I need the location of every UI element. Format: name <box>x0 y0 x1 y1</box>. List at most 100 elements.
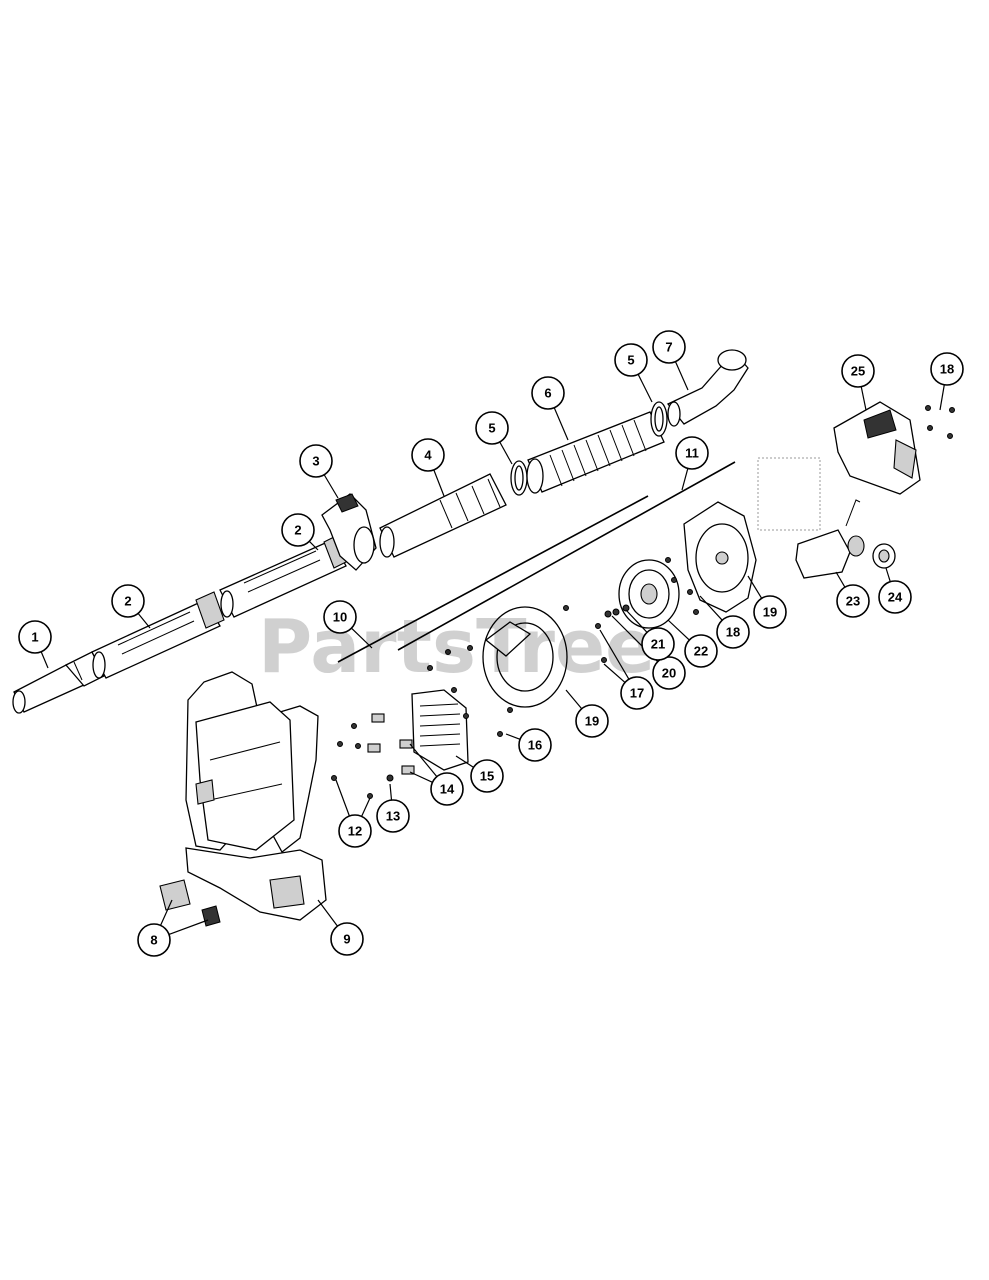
callout-3: 3 <box>299 444 339 499</box>
callout-leader-line <box>667 619 690 641</box>
callout-bubble <box>330 922 364 956</box>
callout-leader-line <box>860 386 867 411</box>
carburetor <box>795 499 865 579</box>
callout-bubble <box>18 620 52 654</box>
callout-number: 11 <box>685 446 699 461</box>
callout-9: 9 <box>317 899 364 956</box>
callout-leader-line <box>599 629 630 680</box>
callout-11: 11 <box>675 436 709 491</box>
callout-number: 4 <box>424 448 432 463</box>
callout-19: 19 <box>565 689 609 738</box>
callout-leader-line <box>389 783 393 801</box>
callout-6: 6 <box>531 376 569 441</box>
callout-23: 23 <box>835 571 870 618</box>
callout-21: 21 <box>625 609 675 661</box>
callout-leader-line <box>40 651 49 669</box>
swivel-tube <box>379 473 507 558</box>
callout-15: 15 <box>455 755 504 793</box>
hose-clamp-front <box>510 460 528 496</box>
callout-number: 23 <box>846 594 860 609</box>
callout-number: 10 <box>333 610 347 625</box>
callout-number: 2 <box>294 523 301 538</box>
callout-bubble <box>841 354 875 388</box>
callout-bubble <box>716 615 750 649</box>
callout-number: 12 <box>348 824 362 839</box>
callout-leader-line <box>939 384 945 411</box>
callout-leader-line <box>674 361 689 391</box>
callout-bubble <box>753 595 787 629</box>
callout-bubble <box>111 584 145 618</box>
blower-nozzle <box>12 651 105 714</box>
callout-2: 2 <box>281 513 319 551</box>
callout-bubble <box>475 411 509 445</box>
callout-bubble <box>470 759 504 793</box>
callout-leader-line <box>505 733 521 740</box>
callout-leader-line <box>747 575 763 599</box>
callout-number: 9 <box>343 932 350 947</box>
callout-bubble <box>614 343 648 377</box>
callout-18: 18 <box>699 595 750 649</box>
callout-25: 25 <box>841 354 875 411</box>
callout-bubble <box>518 728 552 762</box>
callout-number: 14 <box>440 782 455 797</box>
callout-number: 16 <box>528 738 542 753</box>
callout-number: 2 <box>124 594 131 609</box>
callout-bubble <box>652 330 686 364</box>
callout-number: 5 <box>627 353 634 368</box>
engine-cover <box>833 401 921 495</box>
callout-leader-line <box>335 779 350 817</box>
callout-leader-line <box>699 595 723 621</box>
callout-number: 18 <box>726 625 740 640</box>
callout-17: 17 <box>599 629 654 710</box>
callout-number: 7 <box>665 340 672 355</box>
callout-leader-line <box>885 567 891 582</box>
callout-bubble <box>137 923 171 957</box>
callout-number: 3 <box>312 454 319 469</box>
watermark-text: PartsTree <box>258 604 655 690</box>
callout-leader-line <box>308 540 319 551</box>
callout-number: 6 <box>544 386 551 401</box>
callout-5: 5 <box>614 343 653 403</box>
callout-24: 24 <box>878 567 912 614</box>
callout-number: 8 <box>150 933 157 948</box>
callout-bubble <box>575 704 609 738</box>
callout-leader-line <box>351 627 373 649</box>
hose-clamp-rear <box>650 401 668 437</box>
callout-leader-line <box>553 407 569 441</box>
callout-number: 5 <box>488 421 495 436</box>
callout-leader-line <box>835 571 846 588</box>
callout-bubble <box>836 584 870 618</box>
callout-14: 14 <box>409 743 464 806</box>
callout-number: 25 <box>851 364 865 379</box>
callout-leader-line <box>409 771 433 783</box>
callout-bubble <box>430 772 464 806</box>
callout-leader-line <box>603 663 626 683</box>
callout-bubble <box>684 634 718 668</box>
callout-number: 21 <box>651 637 665 652</box>
backpack-harness <box>185 671 327 921</box>
callout-leader-line <box>323 474 339 499</box>
callout-number: 18 <box>940 362 954 377</box>
callout-number: 1 <box>31 630 38 645</box>
callout-leader-line <box>168 919 209 936</box>
fan-housing-front <box>482 606 568 708</box>
impeller <box>618 559 680 629</box>
callout-leader-line <box>409 743 438 778</box>
callout-bubble <box>641 627 675 661</box>
callout-leader-line <box>681 468 689 491</box>
callout-leader-line <box>160 899 173 926</box>
callout-leader-line <box>565 689 583 710</box>
callout-22: 22 <box>667 619 718 668</box>
callout-bubble <box>620 676 654 710</box>
harness-buckles <box>159 879 221 927</box>
callout-8: 8 <box>137 899 209 957</box>
callout-4: 4 <box>411 438 445 497</box>
flex-hose <box>526 411 665 494</box>
fan-housing-rear <box>683 501 757 613</box>
throttle-handle <box>321 493 377 571</box>
callout-bubble <box>411 438 445 472</box>
callout-bubble <box>930 352 964 386</box>
callout-bubble <box>338 814 372 848</box>
